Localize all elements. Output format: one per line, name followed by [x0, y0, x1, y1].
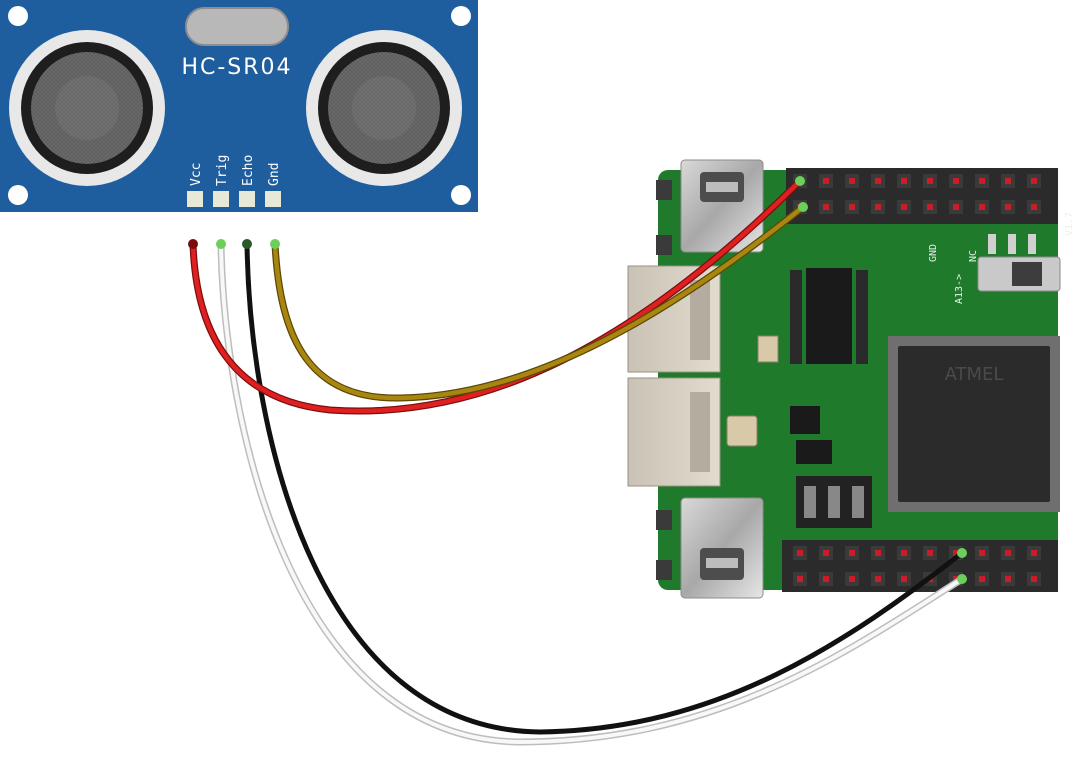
- pin-label-echo: Echo: [241, 155, 256, 186]
- usb-connector-top: [680, 159, 764, 253]
- small-chip: [796, 440, 832, 464]
- header-pin: [875, 576, 881, 582]
- wires: [188, 176, 967, 746]
- mounting-hole: [8, 6, 28, 26]
- mcu-chip: ATMEL: [888, 336, 1060, 512]
- pin-header-top: [786, 168, 1058, 224]
- header-pin: [953, 204, 959, 210]
- header-pin: [797, 550, 803, 556]
- header-pin: [927, 204, 933, 210]
- rj-jack-lower: [627, 377, 721, 487]
- slide-switch[interactable]: [977, 234, 1061, 292]
- header-pin: [901, 204, 907, 210]
- small-chip: [790, 406, 820, 434]
- header-pin: [875, 178, 881, 184]
- header-pin: [901, 178, 907, 184]
- wire-end-board-gnd: [798, 202, 808, 212]
- pin-pad-gnd[interactable]: [265, 191, 281, 207]
- wire-end-vcc: [188, 239, 198, 249]
- dip-ic: [806, 268, 852, 364]
- header-pin: [849, 178, 855, 184]
- header-pin: [1031, 204, 1037, 210]
- mounting-hole: [451, 6, 471, 26]
- header-pin: [823, 550, 829, 556]
- header-pin: [823, 178, 829, 184]
- header-pin: [849, 576, 855, 582]
- mounting-hole: [8, 185, 28, 205]
- pin-pad-echo[interactable]: [239, 191, 255, 207]
- capacitor: [757, 335, 779, 363]
- header-pin: [1005, 576, 1011, 582]
- ultrasonic-transducer-right: [306, 30, 462, 186]
- jumper-block[interactable]: [796, 476, 872, 528]
- wire-end-board-trig: [957, 574, 967, 584]
- crystal: [726, 415, 758, 447]
- header-pin: [849, 550, 855, 556]
- header-pin: [1005, 204, 1011, 210]
- mcu-logo-text: ATMEL: [945, 364, 1004, 385]
- pin-pad-trig[interactable]: [213, 191, 229, 207]
- header-pin: [927, 178, 933, 184]
- header-pin: [979, 576, 985, 582]
- pin-label-gnd: Gnd: [267, 163, 282, 186]
- wire-end-board-echo: [957, 548, 967, 558]
- wire-end-gnd: [270, 239, 280, 249]
- resistor-array: [790, 270, 868, 364]
- header-pin: [953, 550, 959, 556]
- header-pin: [979, 178, 985, 184]
- header-pin: [823, 204, 829, 210]
- header-pin: [953, 178, 959, 184]
- header-pin: [927, 550, 933, 556]
- wire-end-trig: [216, 239, 226, 249]
- mounting-hole: [451, 185, 471, 205]
- wire-end-board-vcc: [795, 176, 805, 186]
- pin-pad-vcc[interactable]: [187, 191, 203, 207]
- silk-nc: NC: [968, 250, 979, 262]
- silk-version: V1.7: [1064, 212, 1075, 236]
- pin-label-trig: Trig: [215, 155, 230, 186]
- ultrasonic-transducer-left: [9, 30, 165, 186]
- silk-gnd: GND: [928, 244, 939, 262]
- crystal-oscillator: [185, 7, 289, 46]
- microcontroller-board: ATMEL GND NC A13-> V1.7: [627, 159, 1075, 599]
- header-pin: [1031, 178, 1037, 184]
- header-pin: [1005, 178, 1011, 184]
- header-pin: [901, 550, 907, 556]
- header-pin: [1005, 550, 1011, 556]
- header-pin: [797, 576, 803, 582]
- header-pin: [979, 550, 985, 556]
- header-pin: [823, 576, 829, 582]
- sensor-title: HC-SR04: [181, 55, 292, 80]
- silk-a13: A13->: [954, 274, 965, 304]
- header-pin: [875, 204, 881, 210]
- header-pin: [1031, 550, 1037, 556]
- header-pin: [875, 550, 881, 556]
- wire-end-echo: [242, 239, 252, 249]
- header-pin: [1031, 576, 1037, 582]
- wire-echo[interactable]: [244, 241, 965, 735]
- usb-connector-bottom: [680, 497, 764, 599]
- header-pin: [901, 576, 907, 582]
- pin-label-vcc: Vcc: [189, 163, 204, 186]
- header-pin: [979, 204, 985, 210]
- hc-sr04-sensor: HC-SR04 Vcc Trig Echo Gnd: [0, 0, 478, 212]
- header-pin: [849, 204, 855, 210]
